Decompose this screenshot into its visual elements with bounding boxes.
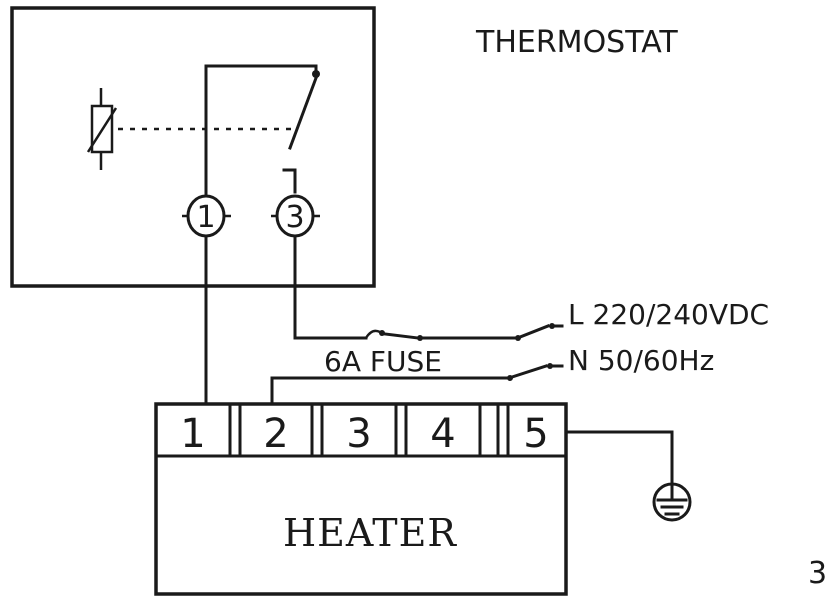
heater-label: HEATER <box>283 511 457 555</box>
thermostat-terminal-3: 3 <box>271 194 320 238</box>
heater-terminal-1: 1 <box>180 411 205 457</box>
fuse-label: 6A FUSE <box>324 345 442 378</box>
thermostat-box <box>10 6 376 288</box>
line-switch-icon <box>515 323 564 341</box>
thermostat-terminal-1-label: 1 <box>196 200 215 235</box>
ground-wire <box>564 430 674 486</box>
heater-terminal-2: 2 <box>263 411 288 457</box>
switch-contact-icon <box>204 64 320 200</box>
wire-terminal-3 <box>293 234 368 340</box>
fuse-icon <box>364 329 518 341</box>
wire-terminal-2 <box>270 376 510 406</box>
heater-terminal-4: 4 <box>430 411 455 457</box>
thermistor-icon <box>86 88 118 170</box>
terminal-strip <box>228 402 510 458</box>
heater-terminal-3: 3 <box>346 411 371 457</box>
thermostat-terminal-3-label: 3 <box>285 200 304 235</box>
figure-number: 3 <box>808 556 827 591</box>
neutral-supply-label: N 50/60Hz <box>568 344 714 377</box>
heater-terminal-5: 5 <box>523 411 548 457</box>
thermostat-label: THERMOSTAT <box>475 25 678 60</box>
ground-icon <box>652 482 692 522</box>
line-supply-label: L 220/240VDC <box>568 298 769 331</box>
neutral-switch-icon <box>507 363 564 381</box>
